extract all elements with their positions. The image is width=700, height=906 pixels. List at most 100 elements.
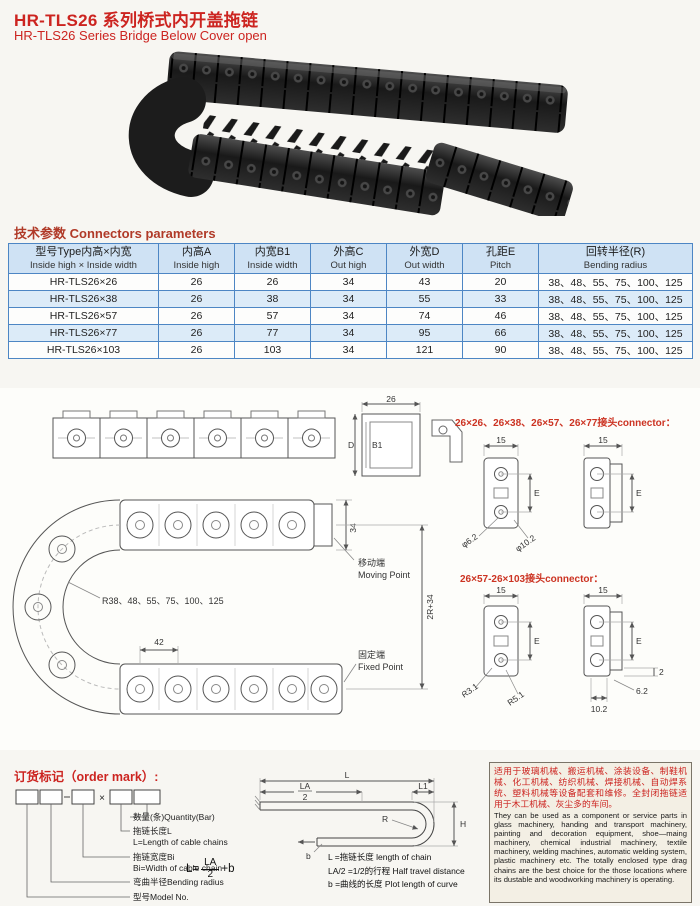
travel-diagram: L LA 2 L1 H R b (254, 772, 466, 861)
table-cell: 38 (234, 290, 311, 309)
dim-e: E (636, 488, 642, 498)
chain-bend (128, 77, 214, 197)
table-cell: 34 (310, 341, 387, 360)
connector-note-1: 26×26、26×38、26×57、26×77接头connector： (455, 418, 676, 429)
dim-la-2: 2 (303, 792, 308, 802)
formula-definitions: L =拖链长度 length of chain LA/2 =1/2的行程 Hal… (328, 851, 465, 892)
application-text-en: They can be used as a component or servi… (494, 810, 687, 884)
order-label-radius: 弯曲半径Bending radius (133, 877, 224, 887)
definition-line-l: L =拖链长度 length of chain (328, 852, 432, 862)
moving-point-label-en: Moving Point (358, 570, 411, 580)
table-cell: 103 (234, 341, 311, 360)
fixed-point-label-cn: 固定端 (358, 649, 385, 660)
order-label-quantity: 数量(条)Quantity(Bar) (133, 812, 215, 822)
dim-26: 26 (386, 396, 396, 404)
product-photo (128, 51, 573, 216)
dim-phi-6-2: φ6.2 (462, 531, 480, 549)
dim-r-5-1: R5.1 (505, 689, 526, 708)
order-mark-heading: 订货标记（order mark）: (14, 770, 159, 784)
connector-note-2: 26×57-26×103接头connector： (460, 574, 604, 585)
table-cell: 77 (234, 324, 311, 343)
dim-15: 15 (598, 586, 608, 595)
fixed-point-label-en: Fixed Point (358, 662, 404, 672)
table-cell: 46 (462, 307, 539, 326)
dim-b: b (306, 851, 311, 861)
dim-2: 2 (659, 667, 664, 677)
order-label-width: 拖链宽度Bi (133, 852, 175, 862)
dim-phi-10-2: φ10.2 (513, 533, 537, 554)
table-cell: 38、48、55、75、100、125 (538, 341, 693, 360)
dim-e: E (534, 488, 540, 498)
table-cell: 38、48、55、75、100、125 (538, 324, 693, 343)
dim-15: 15 (496, 435, 506, 445)
table-cell: 90 (462, 341, 539, 360)
table-cell: 26 (158, 290, 235, 309)
application-box: 适用于玻璃机械、搬运机械、涂装设备、制鞋机械、化工机械、纺织机械、焊接机械、自动… (489, 762, 692, 903)
table-cell: 66 (462, 324, 539, 343)
table-cell: 26 (158, 307, 235, 326)
formula-rhs: +b (221, 863, 235, 875)
dim-e: E (636, 636, 642, 646)
connector-drawing-2: 15 15 E E 2 R3.1 R5.1 10.2 6.2 (462, 586, 664, 714)
moving-point-label-cn: 移动端 (358, 557, 385, 568)
dim-15: 15 (496, 586, 506, 595)
order-label-length-en: L=Length of cable chains (133, 837, 228, 847)
dim-r-3-1: R3.1 (462, 681, 480, 700)
table-cell: 26 (234, 273, 311, 292)
formula-fraction: LA 2 (201, 857, 220, 880)
model-cell: HR-TLS26×26 (8, 273, 159, 292)
length-formula: L= LA 2 +b (186, 857, 235, 880)
table-cell: 20 (462, 273, 539, 292)
dim-r: R (382, 814, 388, 824)
table-cell: 121 (386, 341, 463, 360)
connector-drawing-1: 15 15 E E φ6.2 φ10.2 (462, 435, 642, 554)
table-cell: 34 (310, 290, 387, 309)
table-cell: 34 (310, 273, 387, 292)
table-cell: 74 (386, 307, 463, 326)
table-cell: 26 (158, 273, 235, 292)
radius-series-label: R38、48、55、75、100、125 (102, 596, 224, 606)
formula-lhs: L= (186, 863, 200, 875)
order-label-length: 拖链长度L (133, 826, 172, 836)
model-cell: HR-TLS26×103 (8, 341, 159, 360)
order-label-width-en: Bi=Width of cable chain (133, 863, 222, 873)
table-cell: 55 (386, 290, 463, 309)
col-header-bending-radius: 回转半径(R)Bending radius (538, 242, 693, 275)
page-title-cn: HR-TLS26 系列桥式内开盖拖链 (14, 11, 259, 30)
dim-15: 15 (598, 435, 608, 445)
table-cell: 33 (462, 290, 539, 309)
bend-radius-drawing: 34 移动端 Moving Point R38、48、55、75、100、125… (12, 499, 435, 715)
chain-tail (425, 142, 573, 216)
definition-line-b: b =曲线的长度 Plot length of curve (328, 879, 458, 890)
table-cell: 26 (158, 324, 235, 343)
definition-line-la: LA/2 =1/2的行程 Half travel distance (328, 865, 465, 876)
dim-b1: B1 (372, 440, 383, 450)
dim-10-2: 10.2 (591, 704, 608, 714)
table-cell: 34 (310, 307, 387, 326)
dim-l: L (345, 772, 350, 780)
table-cell: 26 (158, 341, 235, 360)
formula-denominator: 2 (207, 868, 214, 880)
table-cell: 57 (234, 307, 311, 326)
table-cell: 34 (310, 324, 387, 343)
dim-42: 42 (154, 637, 164, 647)
dim-d: D (348, 440, 354, 450)
order-mark-diagram: × 数量(条)Quantity(Bar) 拖链长度L L=Length of c… (15, 789, 228, 902)
order-mark-x: × (99, 793, 105, 804)
chain-top-run (166, 51, 568, 133)
chain-bottom-run (188, 114, 445, 216)
table-cell: 95 (386, 324, 463, 343)
